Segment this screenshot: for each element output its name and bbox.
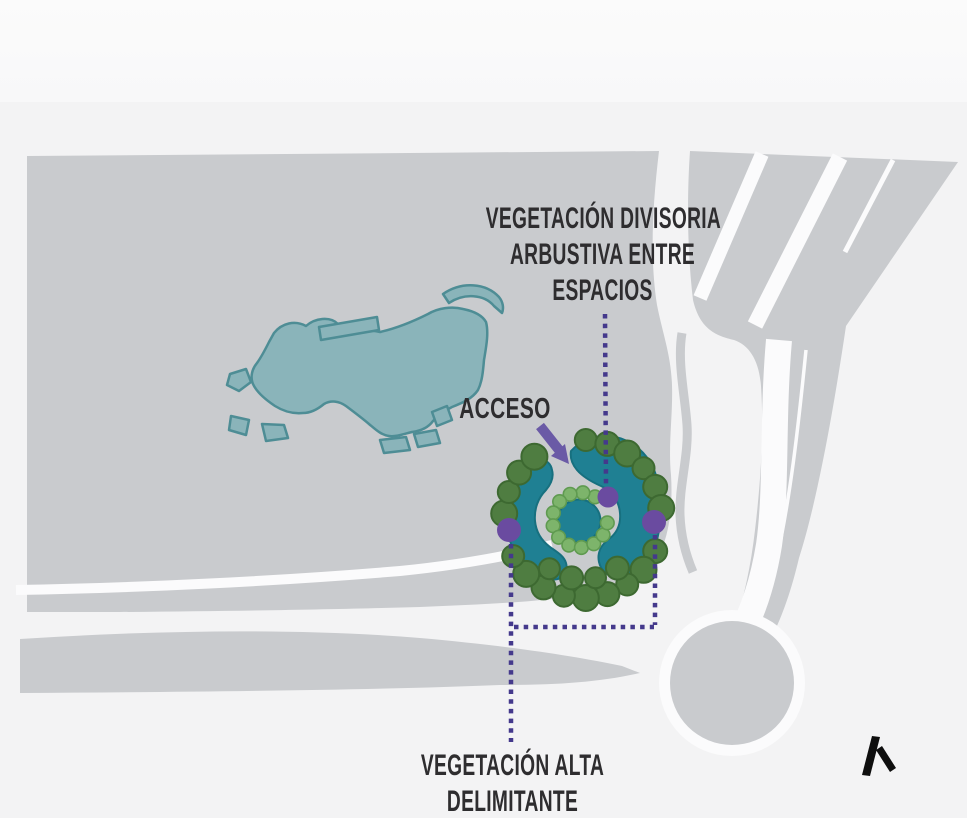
logo-left-stroke xyxy=(862,736,880,776)
shrub xyxy=(573,539,590,556)
shrub xyxy=(545,505,562,521)
building-satellite xyxy=(430,404,454,428)
roundabout xyxy=(670,621,794,745)
building-satellite xyxy=(260,422,290,443)
tree-ring xyxy=(490,428,676,612)
logo-right-stroke xyxy=(876,746,896,772)
building-main-blob xyxy=(250,306,489,438)
building-footprint xyxy=(225,284,505,455)
connector-node-right xyxy=(642,510,666,534)
tree xyxy=(573,428,598,452)
road-wedge-slash-2 xyxy=(747,153,848,329)
label-line: VEGETACIÓN ALTA xyxy=(420,749,605,782)
shrub xyxy=(586,536,602,552)
top-light-band xyxy=(0,0,967,102)
connector-node-left xyxy=(497,518,521,542)
label-line: ACCESO xyxy=(459,393,551,425)
road-wedge-slash-3 xyxy=(842,158,896,254)
label-line: ESPACIOS xyxy=(552,274,653,307)
building-satellite xyxy=(378,435,412,455)
building-arc xyxy=(441,284,505,315)
shrub xyxy=(562,486,578,502)
label-vegetacion-alta: VEGETACIÓN ALTA DELIMITANTE xyxy=(396,748,630,818)
label-line: DELIMITANTE xyxy=(446,785,579,818)
shrub xyxy=(550,529,567,545)
land-lower-band xyxy=(20,631,640,693)
building-satellite xyxy=(227,414,251,437)
tree xyxy=(604,555,630,581)
shrub xyxy=(599,515,615,531)
label-acceso: ACCESO xyxy=(455,391,556,427)
road-lane-sliver xyxy=(774,349,808,563)
access-arrow-icon xyxy=(536,422,569,464)
shrub xyxy=(551,494,568,510)
tree xyxy=(496,480,521,504)
building-satellite xyxy=(225,367,253,393)
label-line: VEGETACIÓN DIVISORIA xyxy=(485,202,722,235)
building-satellite xyxy=(412,428,442,449)
connector-nodes xyxy=(497,486,666,542)
shrub xyxy=(561,537,577,553)
shrub xyxy=(575,485,591,501)
tree xyxy=(631,456,656,481)
road-right-band-gap xyxy=(727,338,792,645)
tree xyxy=(520,442,549,471)
building-bar xyxy=(317,315,381,342)
connector-node-top xyxy=(597,486,619,508)
tree xyxy=(584,566,607,590)
dotted-leader-lines xyxy=(508,313,658,742)
label-vegetacion-divisoria: VEGETACIÓN DIVISORIA ARBUSTIVA ENTRE ESP… xyxy=(485,201,722,309)
shrub-ring xyxy=(545,485,615,556)
brand-logo xyxy=(862,736,896,776)
land-right-wedge xyxy=(688,151,958,640)
road-thin-lane xyxy=(15,540,554,595)
tree xyxy=(629,555,658,584)
tree xyxy=(613,439,642,468)
tree xyxy=(559,565,585,591)
road-wedge-slash-1 xyxy=(693,151,769,301)
tree xyxy=(537,557,561,581)
label-line: ARBUSTIVA ENTRE xyxy=(509,238,696,271)
land-thin-strip xyxy=(675,332,698,574)
